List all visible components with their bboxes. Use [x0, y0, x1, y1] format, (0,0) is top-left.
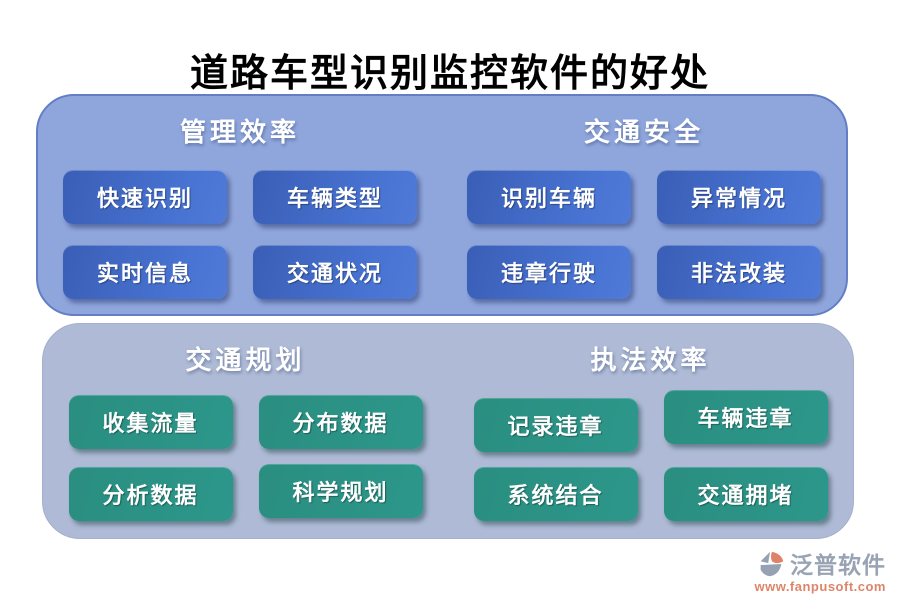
chip-fast-recognition[interactable]: 快速识别: [63, 170, 227, 224]
chip-illegal-driving[interactable]: 违章行驶: [467, 245, 631, 299]
group-management-efficiency: 管理效率 快速识别 车辆类型 实时信息 交通状况: [38, 96, 442, 314]
chip-illegal-modification[interactable]: 非法改装: [657, 245, 821, 299]
chip-analyze-data[interactable]: 分析数据: [68, 467, 233, 521]
chip-vehicle-violation[interactable]: 车辆违章: [663, 390, 828, 444]
brand-url-link[interactable]: www.fanpusoft.com: [754, 579, 886, 594]
chip-identify-vehicle[interactable]: 识别车辆: [467, 170, 631, 224]
group-traffic-planning: 交通规划 收集流量 分布数据 分析数据 科学规划: [43, 324, 448, 538]
chip-realtime-info[interactable]: 实时信息: [63, 245, 227, 299]
page-title: 道路车型识别监控软件的好处: [189, 53, 710, 95]
footer-brand-block: 泛普软件 www.fanpusoft.com: [754, 549, 886, 594]
brand-name: 泛普软件: [790, 551, 886, 578]
group-header: 交通规划: [185, 346, 306, 375]
group-header: 管理效率: [179, 118, 300, 147]
panel-planning-enforcement: 交通规划 收集流量 分布数据 分析数据 科学规划 执法效率 记录违章 车辆违章 …: [42, 323, 854, 539]
chip-abnormal-situation[interactable]: 异常情况: [657, 170, 821, 224]
chip-distribution-data[interactable]: 分布数据: [258, 395, 423, 449]
group-header: 执法效率: [590, 346, 711, 375]
chip-collect-flow[interactable]: 收集流量: [68, 395, 233, 449]
group-header: 交通安全: [583, 118, 704, 147]
panel-management-safety: 管理效率 快速识别 车辆类型 实时信息 交通状况 交通安全 识别车辆 异常情况 …: [36, 94, 848, 316]
group-enforcement-efficiency: 执法效率 记录违章 车辆违章 系统结合 交通拥堵: [448, 324, 853, 538]
chip-system-integration[interactable]: 系统结合: [473, 467, 638, 521]
chip-scientific-planning[interactable]: 科学规划: [258, 464, 423, 518]
fanpu-logo-icon: [755, 549, 787, 581]
chip-record-violation[interactable]: 记录违章: [473, 398, 638, 452]
group-traffic-safety: 交通安全 识别车辆 异常情况 违章行驶 非法改装: [442, 96, 846, 314]
chip-traffic-congestion[interactable]: 交通拥堵: [663, 467, 828, 521]
chip-traffic-condition[interactable]: 交通状况: [253, 245, 417, 299]
chip-vehicle-type[interactable]: 车辆类型: [253, 170, 417, 224]
